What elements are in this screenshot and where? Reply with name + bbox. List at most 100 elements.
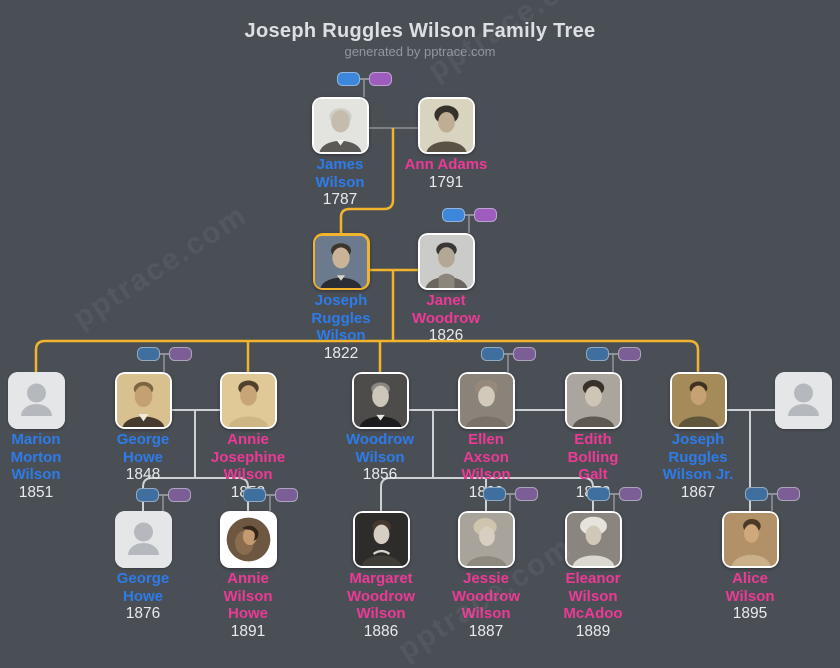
pill-connector: [608, 353, 618, 355]
person-eleanor-wilson-mcadoo[interactable]: Eleanor Wilson McAdoo 1889: [538, 511, 648, 641]
portrait-placeholder-unknown-spouse[interactable]: [774, 372, 832, 429]
portrait-ellen-axson-wilson[interactable]: [457, 372, 515, 429]
female-pill-icon[interactable]: [168, 347, 192, 361]
person-ann-adams[interactable]: Ann Adams 1791: [391, 97, 501, 192]
female-pill-icon[interactable]: [514, 487, 538, 501]
collapsed-parents-control-ellen: [480, 347, 536, 361]
person-janet-woodrow[interactable]: Janet Woodrow 1826: [391, 233, 501, 345]
pill-connector: [767, 493, 777, 495]
collapsed-parents-control-james: [336, 72, 392, 86]
female-pill-icon[interactable]: [274, 488, 298, 502]
person-ellen-axson-wilson[interactable]: Ellen Axson Wilson 1860: [431, 372, 541, 502]
collapsed-parents-control-janet: [441, 208, 497, 222]
person-name: Ann Adams: [404, 156, 488, 173]
person-name: Ellen Axson Wilson: [461, 431, 511, 483]
female-pill-icon[interactable]: [167, 488, 191, 502]
male-pill-icon[interactable]: [135, 488, 159, 502]
male-pill-icon[interactable]: [242, 488, 266, 502]
collapsed-parents-control-annie-wilson-howe: [242, 488, 298, 502]
person-year: 1787: [322, 191, 358, 208]
collapsed-parents-control-alice: [744, 487, 800, 501]
person-name: Joseph Ruggles Wilson: [311, 292, 371, 344]
male-pill-icon[interactable]: [586, 487, 610, 501]
person-name: Marion Morton Wilson: [10, 431, 62, 483]
person-year: 1848: [125, 466, 161, 483]
pill-connector: [503, 353, 513, 355]
person-year: 1876: [125, 605, 161, 622]
person-year: 1856: [362, 466, 398, 483]
female-pill-icon[interactable]: [473, 208, 497, 222]
person-george-howe-sr[interactable]: George Howe 1848: [88, 372, 198, 484]
person-year: 1895: [732, 605, 768, 622]
pill-connector: [158, 494, 168, 496]
portrait-placeholder-marion[interactable]: [7, 372, 65, 429]
person-name: Eleanor Wilson McAdoo: [563, 570, 623, 622]
portrait-annie-wilson-howe[interactable]: [219, 511, 277, 568]
person-annie-josephine-wilson[interactable]: Annie Josephine Wilson 1853: [193, 372, 303, 502]
person-name: Jessie Woodrow Wilson: [451, 570, 521, 622]
person-year: 1822: [323, 344, 359, 362]
male-pill-icon[interactable]: [744, 487, 768, 501]
person-edith-bolling-galt[interactable]: Edith Bolling Galt 1872: [538, 372, 648, 502]
female-pill-icon[interactable]: [776, 487, 800, 501]
female-pill-icon[interactable]: [512, 347, 536, 361]
portrait-ann-adams[interactable]: [417, 97, 475, 154]
female-pill-icon[interactable]: [368, 72, 392, 86]
male-pill-icon[interactable]: [336, 72, 360, 86]
person-name: Annie Josephine Wilson: [210, 431, 286, 483]
person-year: 1887: [468, 622, 504, 640]
pill-connector: [159, 353, 169, 355]
pill-connector: [505, 493, 515, 495]
portrait-annie-josephine-wilson[interactable]: [219, 372, 277, 429]
portrait-edith-bolling-galt[interactable]: [564, 372, 622, 429]
person-year: 1867: [680, 483, 716, 501]
collapsed-parents-control-george-howe-sr: [136, 347, 192, 361]
person-james-wilson[interactable]: James Wilson 1787: [285, 97, 395, 209]
person-margaret-woodrow-wilson[interactable]: Margaret Woodrow Wilson 1886: [326, 511, 436, 641]
person-year: 1826: [428, 327, 464, 344]
person-alice-wilson[interactable]: Alice Wilson 1895: [695, 511, 805, 623]
portrait-janet-woodrow[interactable]: [417, 233, 475, 290]
female-pill-icon[interactable]: [617, 347, 641, 361]
portrait-joseph-ruggles-wilson-jr[interactable]: [669, 372, 727, 429]
male-pill-icon[interactable]: [585, 347, 609, 361]
person-jessie-woodrow-wilson[interactable]: Jessie Woodrow Wilson 1887: [431, 511, 541, 641]
person-unknown-spouse[interactable]: [748, 372, 840, 429]
portrait-placeholder-george-howe-jr[interactable]: [114, 511, 172, 568]
person-woodrow-wilson[interactable]: Woodrow Wilson 1856: [325, 372, 435, 484]
person-year: 1891: [230, 622, 266, 640]
collapsed-parents-control-edith: [585, 347, 641, 361]
tree-connector-lines: [34, 79, 775, 511]
pill-connector: [359, 78, 369, 80]
person-name: Woodrow Wilson: [345, 431, 415, 466]
portrait-alice-wilson[interactable]: [721, 511, 779, 568]
portrait-eleanor-wilson-mcadoo[interactable]: [564, 511, 622, 568]
person-name: Alice Wilson: [725, 570, 775, 605]
person-name: Margaret Woodrow Wilson: [346, 570, 416, 622]
person-year: 1886: [363, 622, 399, 640]
portrait-woodrow-wilson[interactable]: [351, 372, 409, 429]
person-year: 1851: [18, 483, 54, 501]
person-year: 1791: [428, 173, 464, 191]
male-pill-icon[interactable]: [136, 347, 160, 361]
female-pill-icon[interactable]: [618, 487, 642, 501]
pill-connector: [464, 214, 474, 216]
person-marion-morton-wilson[interactable]: Marion Morton Wilson 1851: [0, 372, 91, 502]
male-pill-icon[interactable]: [441, 208, 465, 222]
pill-connector: [265, 494, 275, 496]
pill-connector: [609, 493, 619, 495]
portrait-margaret-woodrow-wilson[interactable]: [352, 511, 410, 568]
male-pill-icon[interactable]: [482, 487, 506, 501]
person-name: Joseph Ruggles Wilson Jr.: [662, 431, 734, 483]
person-joseph-ruggles-wilson-jr[interactable]: Joseph Ruggles Wilson Jr. 1867: [643, 372, 753, 502]
person-name: George Howe: [116, 431, 170, 466]
person-annie-wilson-howe[interactable]: Annie Wilson Howe 1891: [193, 511, 303, 641]
portrait-james-wilson[interactable]: [311, 97, 369, 154]
portrait-joseph-ruggles-wilson[interactable]: [312, 233, 370, 290]
person-year: 1889: [575, 622, 611, 640]
portrait-george-howe-sr[interactable]: [114, 372, 172, 429]
person-joseph-ruggles-wilson[interactable]: Joseph Ruggles Wilson 1822: [286, 233, 396, 363]
person-george-howe-jr[interactable]: George Howe 1876: [88, 511, 198, 623]
male-pill-icon[interactable]: [480, 347, 504, 361]
portrait-jessie-woodrow-wilson[interactable]: [457, 511, 515, 568]
